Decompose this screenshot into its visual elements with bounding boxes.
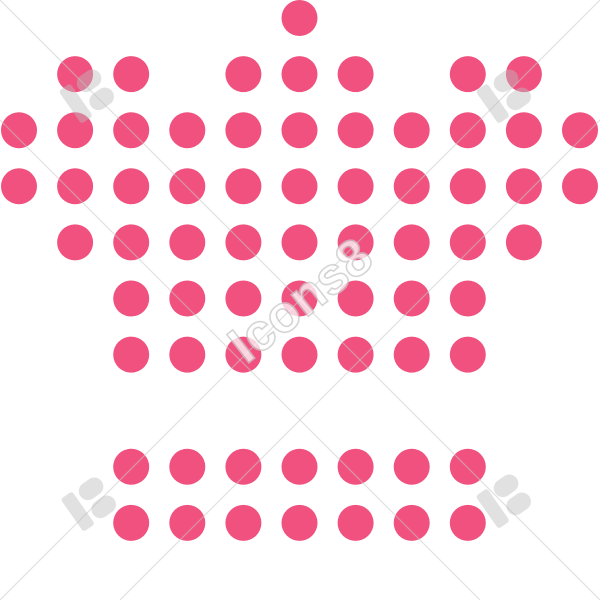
crown-dot	[113, 112, 150, 149]
crown-dot	[57, 224, 94, 261]
crown-dot	[225, 224, 262, 261]
crown-dot	[225, 504, 262, 541]
crown-dot	[1, 168, 37, 205]
crown-dot	[225, 336, 262, 373]
icons8-logo-icon	[476, 474, 531, 528]
crown-dot	[225, 280, 262, 317]
crown-dot	[281, 224, 318, 261]
crown-dot	[393, 448, 430, 485]
crown-dot	[225, 168, 262, 205]
crown-dot	[281, 56, 318, 93]
crown-dot	[505, 224, 542, 261]
crown-dot	[337, 448, 374, 485]
crown-dot	[281, 0, 318, 36]
crown-dot	[57, 56, 94, 93]
crown-dot	[169, 280, 206, 317]
crown-dot	[562, 112, 598, 149]
crown-dot	[281, 280, 318, 317]
crown-dot	[449, 448, 486, 485]
icons8-logo-icon	[61, 477, 116, 531]
crown-dot	[225, 56, 262, 93]
crown-dot	[337, 112, 374, 149]
crown-dot	[169, 336, 206, 373]
crown-dot	[169, 112, 206, 149]
crown-dot	[393, 112, 430, 149]
crown-dot	[281, 336, 318, 373]
crown-dot	[505, 56, 542, 93]
crown-dot	[113, 56, 150, 93]
crown-dot	[169, 504, 206, 541]
crown-dot	[281, 448, 318, 485]
crown-dot	[113, 168, 150, 205]
crown-dot	[281, 112, 318, 149]
crown-dot	[225, 112, 262, 149]
crown-dot	[113, 504, 150, 541]
crown-dot	[113, 280, 150, 317]
watermark-text: Icons8	[218, 227, 384, 374]
crown-dot	[1, 112, 37, 149]
crown-dot	[337, 280, 374, 317]
crown-dot	[113, 336, 150, 373]
crown-dot	[169, 224, 206, 261]
crown-dot	[505, 168, 542, 205]
crown-dot	[113, 224, 150, 261]
crown-dot	[57, 168, 94, 205]
crown-dot	[57, 112, 94, 149]
crown-dot	[169, 168, 206, 205]
crown-dot	[505, 112, 542, 149]
crown-dot	[449, 504, 486, 541]
crown-dot	[393, 224, 430, 261]
crown-dot	[449, 112, 486, 149]
crown-dot	[281, 504, 318, 541]
crown-dot	[281, 168, 318, 205]
crown-dot	[393, 504, 430, 541]
crown-dot	[449, 56, 486, 93]
crown-dot	[169, 448, 206, 485]
crown-dot	[337, 224, 374, 261]
crown-dot	[337, 56, 374, 93]
icons8-logo-icon	[476, 69, 531, 123]
crown-dot	[393, 280, 430, 317]
icons8-logo-icon	[59, 69, 114, 123]
crown-dot	[449, 336, 486, 373]
crown-dot	[393, 336, 430, 373]
crown-dot	[449, 168, 486, 205]
crown-dot	[337, 336, 374, 373]
crown-dot	[562, 168, 598, 205]
crown-dot	[449, 224, 486, 261]
crown-dot	[337, 504, 374, 541]
crown-dot	[337, 168, 374, 205]
crown-dot	[225, 448, 262, 485]
crown-dot	[449, 280, 486, 317]
crown-dot	[113, 448, 150, 485]
crown-dot	[393, 168, 430, 205]
